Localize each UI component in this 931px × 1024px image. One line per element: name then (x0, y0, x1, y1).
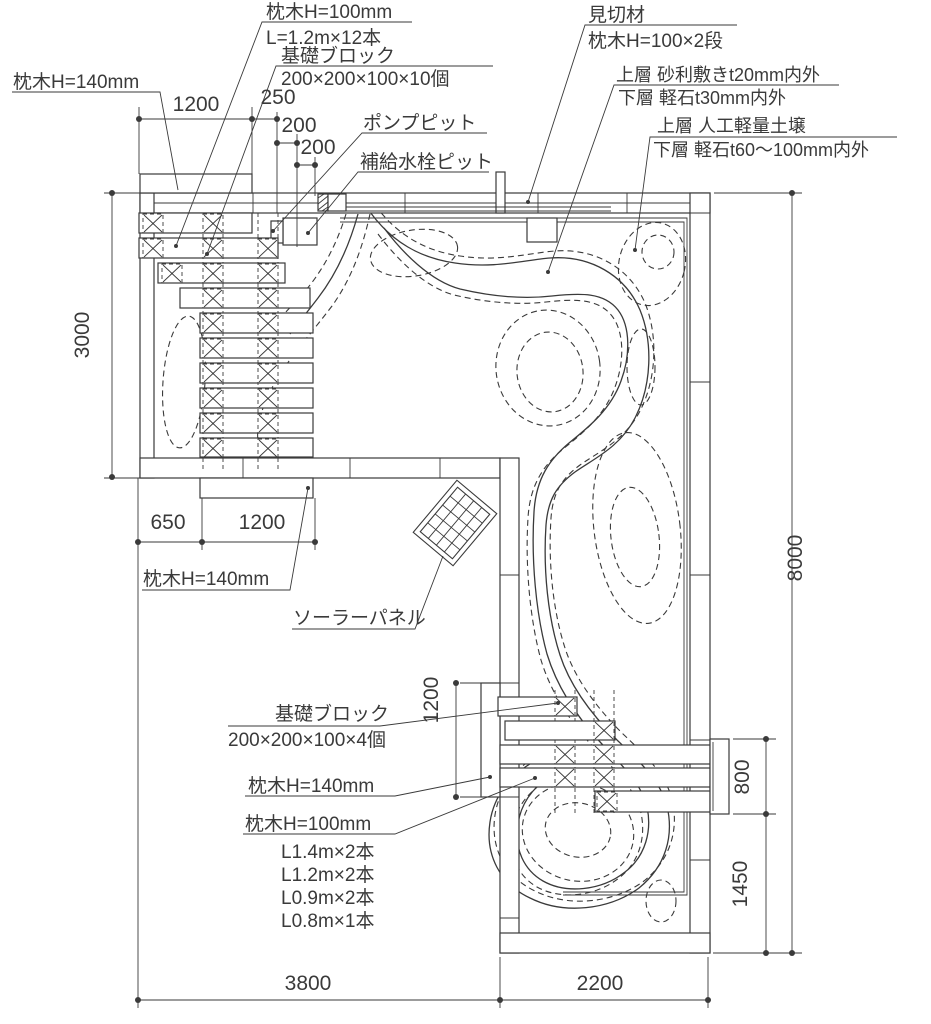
side-sleeper (480, 682, 501, 798)
dim-mid-650: 650 (150, 511, 185, 534)
dim-mid-1200: 1200 (239, 511, 286, 534)
label-sleeper140-btm: 枕木H=140mm (248, 775, 374, 797)
label-sleeper100-btm-l12: L1.2m×2本 (281, 864, 374, 886)
supply-riser (495, 171, 506, 214)
label-sleeper100-btm-l14: L1.4m×2本 (281, 841, 374, 863)
label-edge-material: 見切材 (588, 4, 645, 26)
outer-sleeper (709, 738, 730, 815)
pits (270, 193, 558, 246)
dim-top-200a: 200 (281, 114, 316, 137)
top-left-deck (138, 212, 314, 499)
dim-right-800: 800 (731, 759, 754, 794)
label-sleeper100-btm: 枕木H=100mm (245, 813, 371, 835)
dim-right-1450: 1450 (729, 861, 752, 908)
protruding-sleeper (199, 477, 314, 499)
label-foundation-top: 基礎ブロック (281, 44, 395, 67)
label-gravel-lower: 下層 軽石t30mm内外 (618, 88, 786, 108)
pump-pit-box (317, 193, 347, 212)
dim-top-200b: 200 (300, 136, 335, 159)
label-soil-upper: 上層 人工軽量土壌 (657, 116, 806, 136)
fixture-box (526, 217, 558, 243)
dim-bottom-3800: 3800 (285, 972, 332, 995)
label-sleeper140-topleft: 枕木H=140mm (13, 71, 139, 93)
label-foundation-top-size: 200×200×100×10個 (281, 68, 450, 90)
label-sleeper100-top-qty: L=1.2m×12本 (266, 27, 381, 49)
annotation-texts: 枕木H=100mm L=1.2m×12本 基礎ブロック 200×200×100×… (13, 1, 869, 932)
label-gravel-upper: 上層 砂利敷きt20mm内外 (616, 65, 820, 85)
label-foundation-btm: 基礎ブロック (275, 702, 389, 725)
dimension-lines: 1200 250 200 200 3000 650 1200 8000 1200… (71, 86, 807, 1008)
label-sleeper100-btm-l09: L0.9m×2本 (281, 887, 374, 909)
dim-left-3000: 3000 (71, 312, 94, 359)
dim-top-1200: 1200 (173, 93, 220, 116)
dim-right-8000: 8000 (784, 535, 807, 582)
dim-bottom-2200: 2200 (577, 972, 624, 995)
label-sleeper140-mid: 枕木H=140mm (143, 568, 269, 590)
label-soil-lower: 下層 軽石t60〜100mm内外 (653, 140, 869, 160)
label-edge-material-spec: 枕木H=100×2段 (588, 30, 723, 52)
label-pump-pit: ポンプピット (363, 112, 476, 134)
dim-deck-1200: 1200 (420, 677, 443, 724)
solar-panel (412, 479, 498, 567)
bottom-right-deck (480, 682, 730, 815)
label-foundation-btm-size: 200×200×100×4個 (228, 729, 386, 751)
label-solar-panel: ソーラーパネル (293, 608, 426, 629)
dim-top-250: 250 (260, 86, 295, 109)
label-sleeper100-top: 枕木H=100mm (266, 1, 392, 23)
label-supply-pit: 補給水栓ピット (360, 151, 493, 173)
annotation-leaders (12, 21, 897, 835)
label-sleeper100-btm-l08: L0.8m×1本 (281, 910, 374, 932)
